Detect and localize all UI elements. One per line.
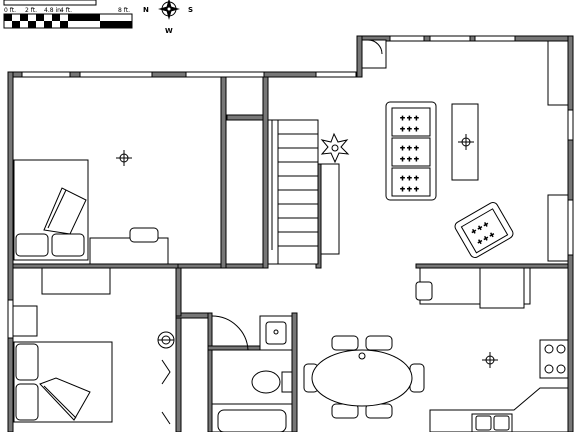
wall-fan-icon — [157, 331, 175, 349]
svg-text:+ + +: + + + — [400, 186, 419, 193]
windows — [7, 35, 574, 339]
ceiling-light-icon — [482, 352, 498, 368]
toilet-bowl — [251, 370, 281, 394]
chair-top-right — [365, 335, 393, 351]
bed-pillow-left — [15, 233, 49, 257]
scale-label-0: 0 ft. — [4, 7, 16, 14]
scale-label-2: 2 ft. — [25, 7, 37, 14]
bathroom — [211, 315, 293, 432]
bookshelf-top — [547, 40, 569, 106]
bookshelf-bottom — [547, 194, 569, 262]
bedroom-2 — [12, 267, 113, 423]
scale-checker — [3, 13, 133, 29]
bed-bottom-blanket — [39, 377, 91, 421]
svg-text:+ + +: + + + — [400, 126, 419, 133]
kitchen — [429, 339, 569, 432]
desk-chair — [129, 227, 159, 243]
scale-label-sub: 4.8 in. — [44, 7, 63, 14]
compass-n: N — [143, 6, 149, 14]
compass-s: S — [188, 6, 193, 14]
ceiling-light-icon — [116, 150, 132, 166]
bed-blanket-fold — [43, 187, 87, 235]
kitchen-counter-l — [429, 387, 569, 432]
desk — [89, 237, 169, 265]
staircase — [267, 119, 319, 265]
svg-text:+ + +: + + + — [400, 175, 419, 182]
bath-door-arc — [211, 315, 249, 351]
dining-table-set — [303, 335, 425, 419]
kitchen-counter — [415, 267, 531, 309]
dining-table — [311, 349, 413, 407]
ceiling-light-icon — [458, 134, 474, 150]
folding-doors — [161, 359, 171, 425]
compass-w: W — [165, 27, 173, 35]
bed-pillow-right — [51, 233, 85, 257]
svg-text:+ + +: + + + — [400, 145, 419, 152]
plant-icon — [320, 132, 350, 164]
toilet-tank — [281, 371, 293, 393]
sofa: + + + + + + + + + + + + + + + + + + — [385, 101, 437, 201]
scale-label-4: 4 ft. — [60, 7, 72, 14]
compass-icon: N S W — [143, 0, 193, 35]
svg-text:+ + +: + + + — [400, 115, 419, 122]
closet-shelf — [320, 163, 340, 255]
svg-text:+ + +: + + + — [400, 156, 419, 163]
nightstand — [12, 305, 38, 337]
bed-bottom-pillow-1 — [15, 343, 39, 381]
bed-bottom-pillow-2 — [15, 383, 39, 421]
sofa-cushion-marks: + + + + + + + + + + + + + + + + + + — [400, 115, 420, 194]
scale-label-8: 8 ft. — [118, 7, 130, 14]
chair-top-left — [331, 335, 359, 351]
armchair: + + + + + + — [454, 202, 514, 258]
bedroom-1 — [13, 150, 169, 265]
scale-bar: 0 ft. 2 ft. 4.8 in. 4 ft. 8 ft. — [3, 0, 133, 29]
cabinet-door-arc — [367, 39, 383, 55]
dresser — [41, 267, 111, 295]
